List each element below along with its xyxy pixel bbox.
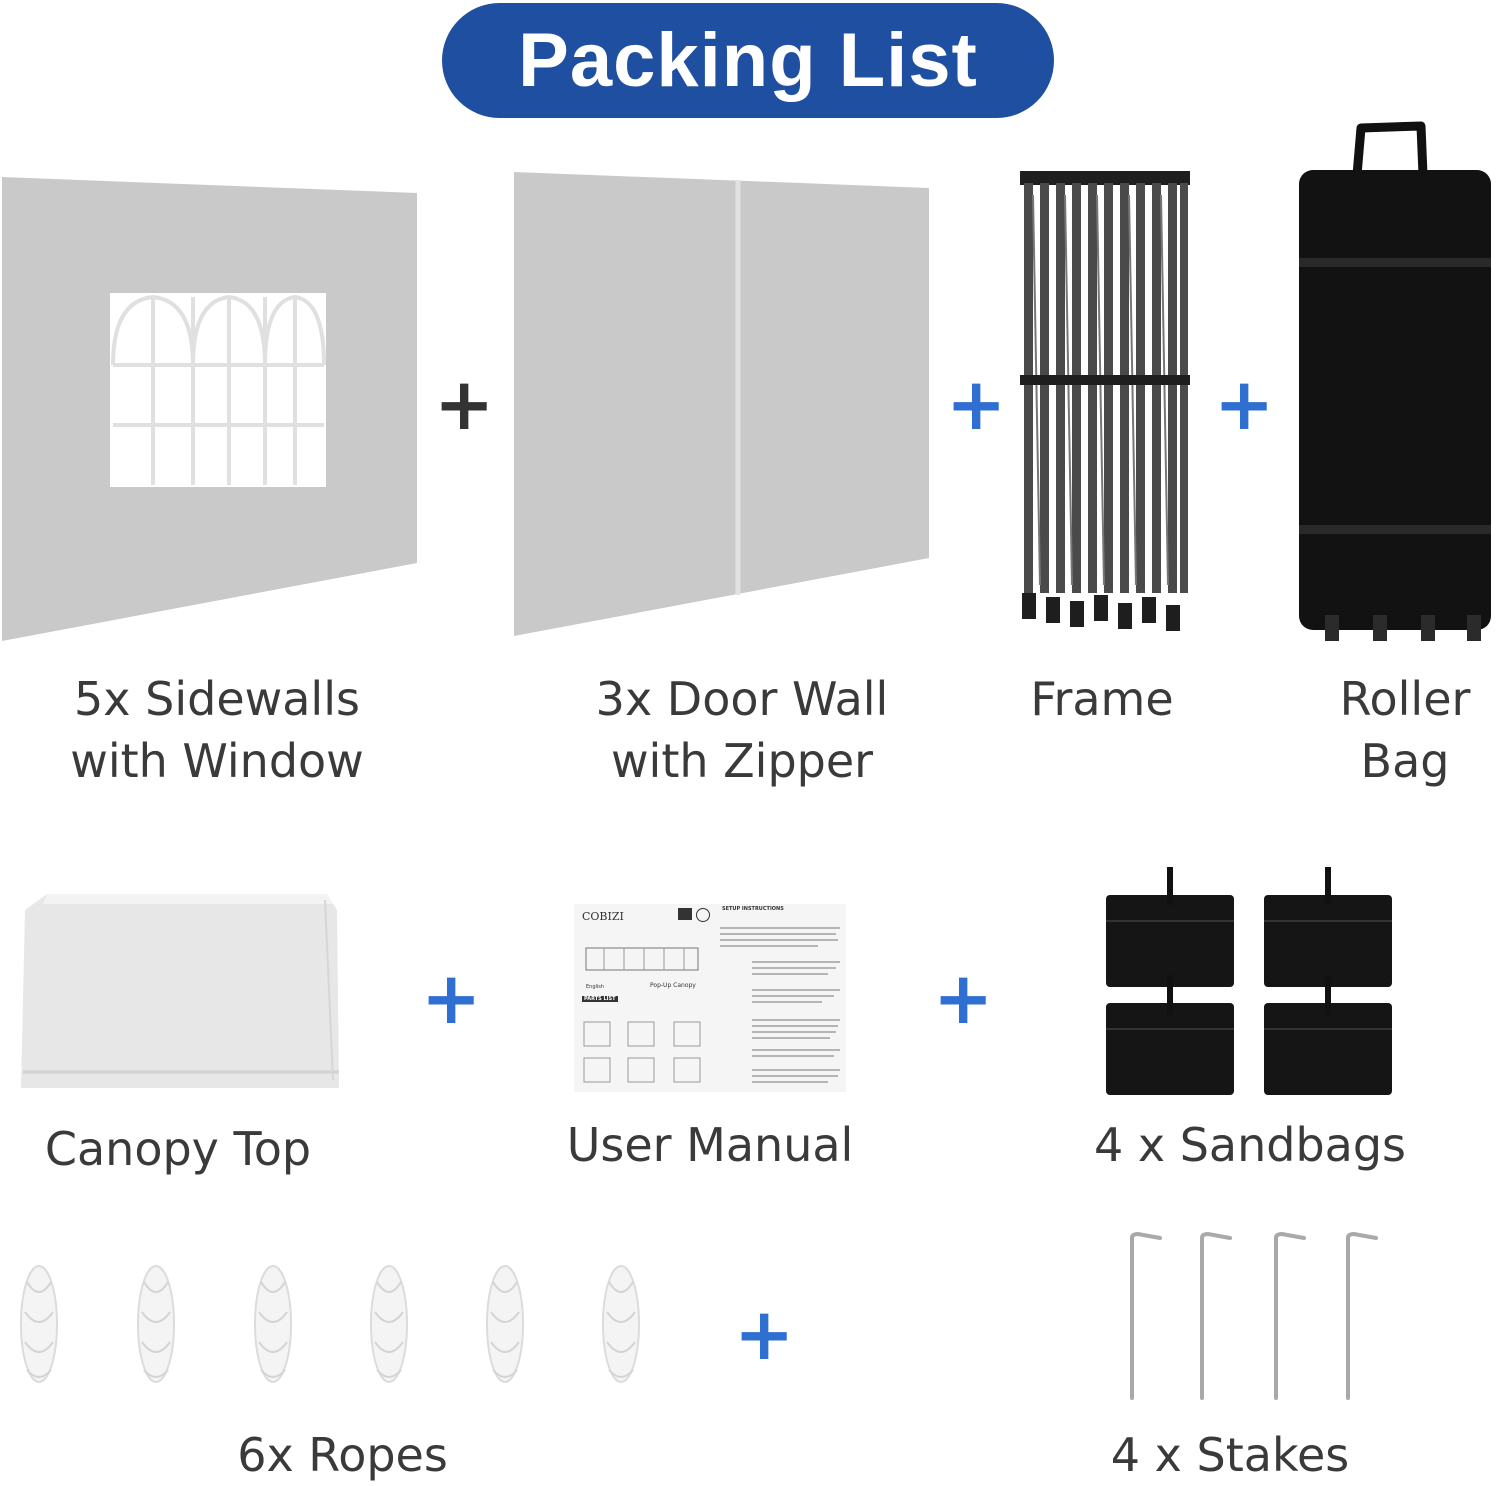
door-wall-image <box>514 172 929 636</box>
stakes-image <box>1130 1231 1378 1400</box>
roller-bag-image <box>1299 121 1491 641</box>
sidewalls-label: 5x Sidewalls with Window <box>70 672 364 788</box>
canopy-sketch <box>585 947 699 971</box>
ropes-image <box>20 1265 640 1383</box>
parts-diagram <box>583 1021 701 1083</box>
door-wall-label: 3x Door Wall with Zipper <box>595 672 889 788</box>
plus-icon: + <box>1214 362 1275 446</box>
plus-icon: + <box>946 362 1007 446</box>
user-manual-label: User Manual <box>566 1118 854 1172</box>
plus-icon: + <box>434 362 495 446</box>
ropes-label: 6x Ropes <box>237 1428 448 1482</box>
window-panel <box>110 293 326 487</box>
plus-icon: + <box>933 956 994 1040</box>
frame-image <box>1020 171 1190 631</box>
canopy-top-label: Canopy Top <box>44 1122 312 1176</box>
canopy-top-image <box>21 894 339 1088</box>
sandbags-image <box>1106 867 1392 1095</box>
manual-brand: COBIZI <box>582 910 624 923</box>
sandbags-label: 4 x Sandbags <box>1093 1118 1407 1172</box>
roller-bag-label: Roller Bag <box>1339 672 1471 788</box>
check-circle-icon <box>696 908 710 922</box>
stakes-label: 4 x Stakes <box>1110 1428 1350 1482</box>
sidewall-image <box>2 177 417 641</box>
manual-text-lines <box>720 927 840 1083</box>
plus-icon: + <box>734 1292 795 1376</box>
user-manual-image: COBIZI SETUP INSTRUCTIONS English Pop-Up… <box>574 904 846 1092</box>
manual-section: PARTS LIST <box>582 996 618 1002</box>
warning-icon <box>678 908 692 920</box>
frame-label: Frame <box>1030 672 1174 726</box>
manual-language: English <box>586 984 605 990</box>
manual-instructions-heading: SETUP INSTRUCTIONS <box>722 906 784 912</box>
plus-icon: + <box>421 956 482 1040</box>
page-title: Packing List <box>442 3 1054 118</box>
manual-product: Pop-Up Canopy <box>650 982 696 989</box>
